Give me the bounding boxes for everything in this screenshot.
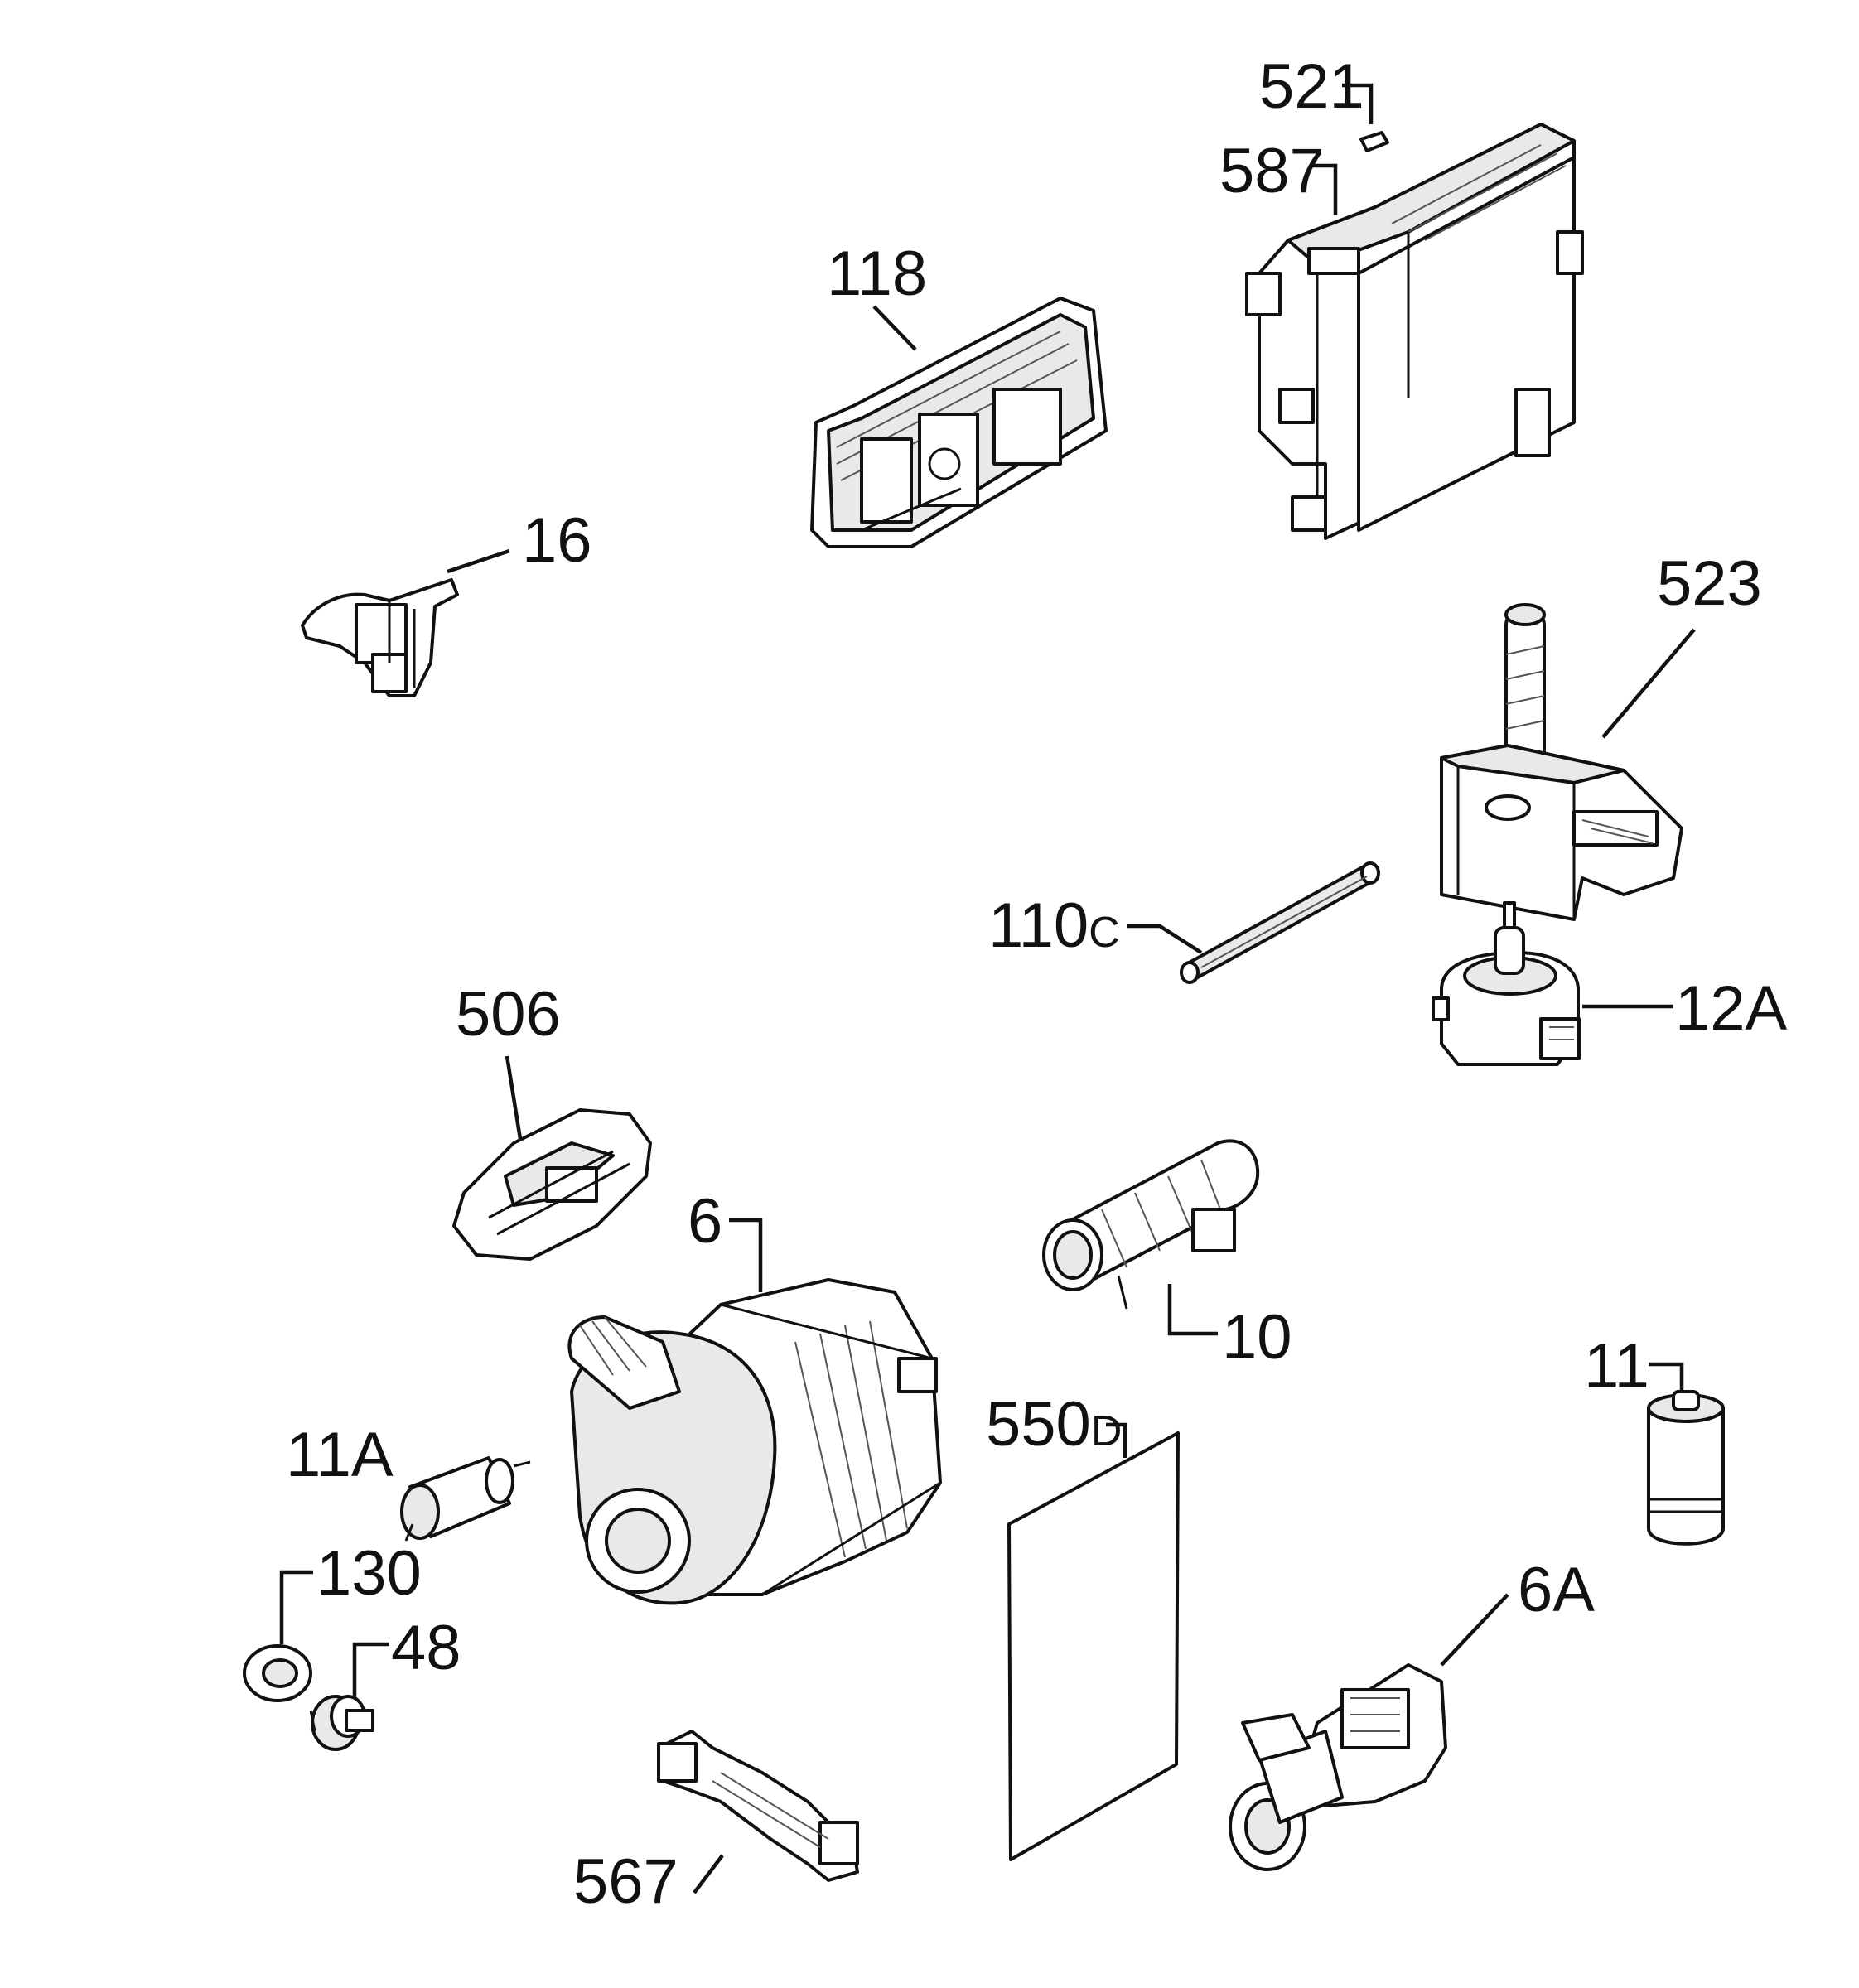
callout-6: 6 xyxy=(688,1186,722,1257)
callout-110c-suffix: C xyxy=(1089,909,1120,957)
part-16-door-lock[interactable] xyxy=(301,578,459,697)
leader-10 xyxy=(1167,1284,1218,1336)
callout-587: 587 xyxy=(1219,136,1325,206)
callout-523: 523 xyxy=(1657,548,1762,619)
callout-506: 506 xyxy=(456,979,561,1049)
leader-118 xyxy=(872,305,917,351)
leader-506 xyxy=(505,1055,523,1140)
callout-521: 521 xyxy=(1259,51,1364,122)
leader-130 xyxy=(279,1570,313,1644)
leader-550d xyxy=(1106,1422,1127,1458)
leader-16 xyxy=(447,548,510,574)
callout-16: 16 xyxy=(522,505,592,576)
part-567-clamp[interactable] xyxy=(657,1730,859,1882)
part-118-control-panel[interactable] xyxy=(810,297,1108,548)
part-550d-wiring-diagram[interactable] xyxy=(1007,1431,1180,1861)
callout-550d-suffix: D xyxy=(1091,1407,1123,1455)
callout-48: 48 xyxy=(391,1613,461,1683)
part-11-capacitor[interactable] xyxy=(1647,1390,1725,1546)
part-587-control-module[interactable] xyxy=(1245,123,1584,540)
part-11a-capacitor[interactable] xyxy=(400,1456,531,1542)
leader-48 xyxy=(352,1642,389,1698)
callout-110c: 110C xyxy=(988,890,1120,961)
callout-550d: 550D xyxy=(986,1389,1122,1460)
callout-550d-number: 550 xyxy=(986,1389,1091,1460)
part-12a-pressure-switch[interactable] xyxy=(1432,901,1581,1066)
callout-118: 118 xyxy=(827,239,927,309)
leader-6 xyxy=(729,1218,763,1292)
callout-11a: 11A xyxy=(286,1420,394,1490)
part-521-fuse[interactable] xyxy=(1359,131,1389,152)
leader-587 xyxy=(1313,163,1338,215)
leader-567 xyxy=(693,1854,724,1894)
callout-130: 130 xyxy=(316,1538,422,1609)
part-523-sump-housing[interactable] xyxy=(1440,603,1683,921)
part-110c-hose[interactable] xyxy=(1180,861,1380,984)
callout-567: 567 xyxy=(573,1846,678,1917)
leader-523 xyxy=(1601,628,1696,739)
part-6a-drain-pump[interactable] xyxy=(1229,1663,1447,1871)
callout-6a: 6A xyxy=(1518,1555,1595,1625)
part-6-circulation-pump[interactable] xyxy=(567,1278,942,1605)
callout-10: 10 xyxy=(1222,1302,1292,1373)
part-506-bracket[interactable] xyxy=(452,1108,652,1261)
callout-12a: 12A xyxy=(1675,973,1788,1044)
callout-11: 11 xyxy=(1584,1331,1649,1402)
part-130-seal-ring[interactable] xyxy=(243,1644,312,1702)
leader-521 xyxy=(1342,83,1374,124)
part-48-plug[interactable] xyxy=(309,1695,374,1751)
callout-110c-number: 110 xyxy=(988,890,1089,961)
part-10-heater[interactable] xyxy=(1042,1139,1260,1310)
leader-11 xyxy=(1649,1362,1684,1392)
leader-6a xyxy=(1440,1593,1509,1667)
leader-110c xyxy=(1127,924,1203,954)
